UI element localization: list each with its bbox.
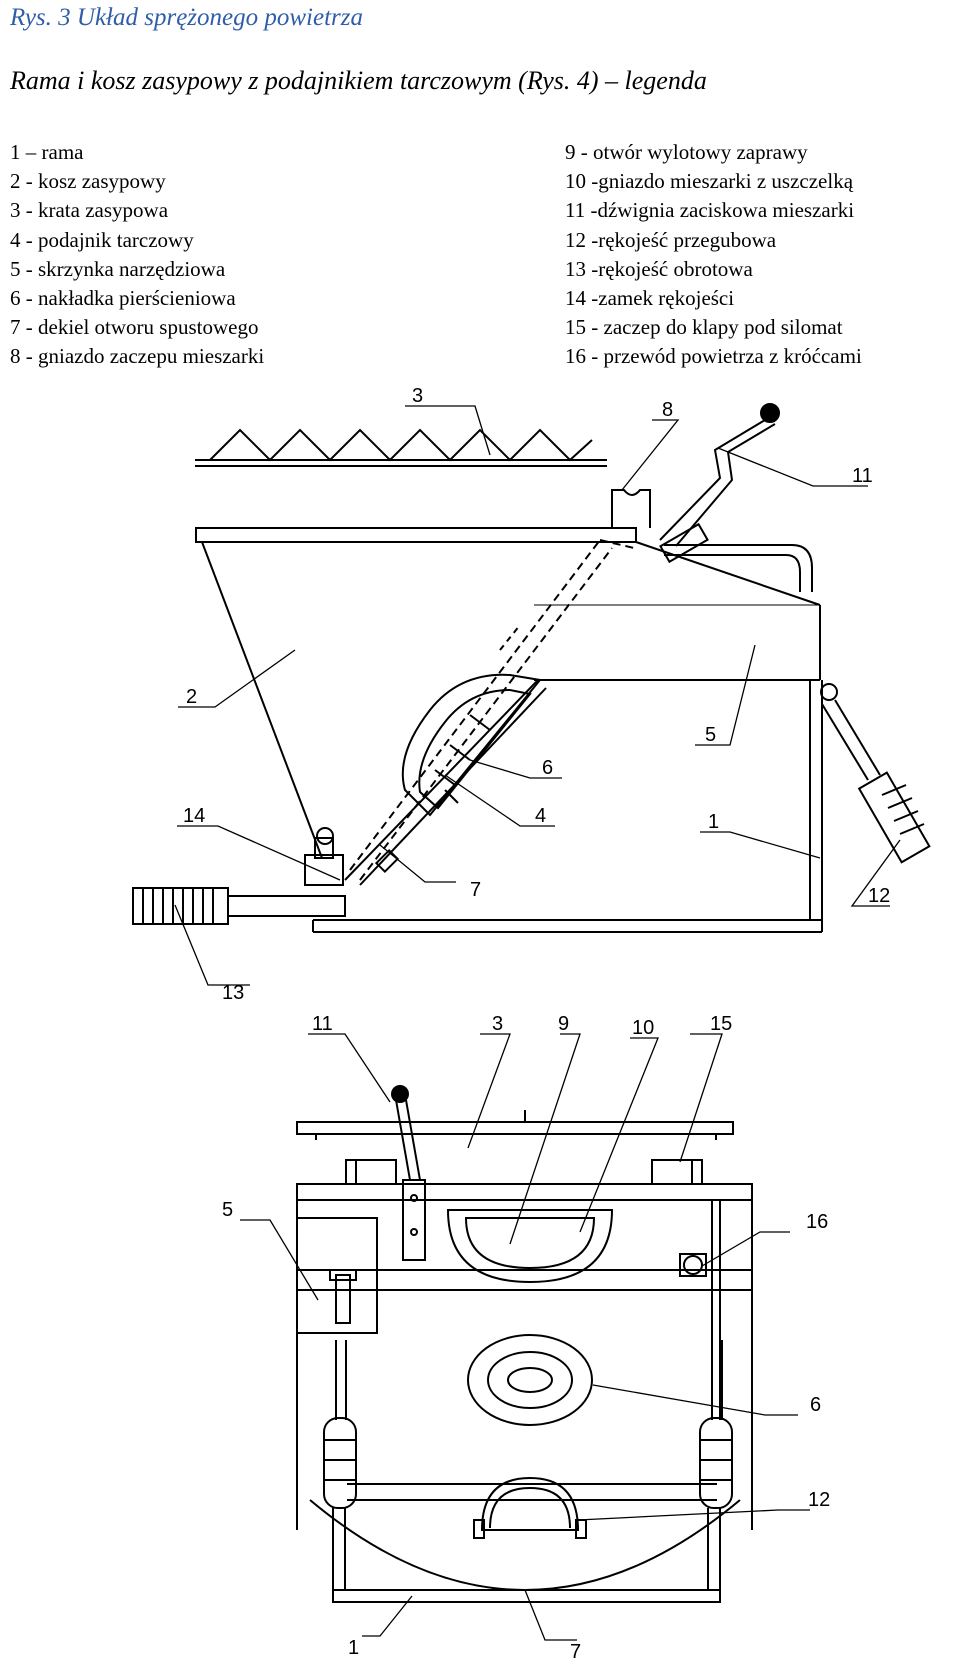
side-view: 3 8 11 2 5 6 14 4 1 7 12 13 [132,385,931,1004]
callout-10: 10 [632,1017,654,1039]
front-articulated-handles [323,1340,733,1509]
figure-title: Rys. 3 Układ sprężonego powietrza [10,4,363,31]
air-pipe-fitting [679,1200,721,1420]
callout-8: 8 [662,399,673,421]
legend-item: 6 - nakładka pierścieniowa [10,286,236,311]
handle-lock [304,827,344,886]
callout-14: 14 [183,805,205,827]
legend-item: 12 -rękojeść przegubowa [565,227,777,252]
legend-item: 2 - kosz zasypowy [10,169,166,194]
callout-5: 5 [222,1199,233,1221]
disc-feeder [344,539,635,886]
silomat-hooks [345,1159,703,1185]
callout-13: 13 [222,982,244,1004]
legend-item: 4 - podajnik tarczowy [10,227,194,252]
side-leader-lines [174,405,901,986]
legend-item: 14 -zamek rękojeści [565,286,735,311]
rotating-handle [132,887,346,925]
front-ring-cover [467,1334,593,1426]
callout-1: 1 [708,811,719,833]
outlet-opening [446,1209,614,1284]
callout-16: 16 [806,1211,828,1233]
front-drain-cover [473,1476,587,1539]
legend-item: 1 – rama [10,140,84,164]
legend-item: 11 -dźwignia zaciskowa mieszarki [565,198,855,223]
callout-15: 15 [710,1013,732,1035]
front-grate [296,1110,734,1140]
callout-5: 5 [705,724,716,746]
legend-item: 8 - gniazdo zaczepu mieszarki [10,344,265,369]
hopper-bracket [664,544,813,592]
legend-heading: Rama i kosz zasypowy z podajnikiem tarcz… [10,66,707,95]
callout-11: 11 [312,1013,333,1035]
side-callout-numbers: 3 8 11 2 5 6 14 4 1 7 12 13 [183,385,890,1004]
callout-12: 12 [868,885,890,907]
drain-cover [374,789,459,874]
legend-item: 3 - krata zasypowa [10,198,169,223]
legend-item: 16 - przewód powietrza z króćcami [565,344,862,369]
front-tool-box [296,1217,378,1334]
legend-left-column: 1 – rama 2 - kosz zasypowy 3 - krata zas… [10,138,264,372]
legend-right-column: 9 - otwór wylotowy zaprawy 10 -gniazdo m… [565,138,862,372]
callout-4: 4 [535,805,546,827]
ring-cover [401,673,542,817]
callout-12: 12 [808,1489,830,1511]
frame [312,680,823,933]
legend-item: 5 - skrzynka narzędziowa [10,256,226,281]
front-view: 11 3 9 10 15 5 16 6 12 1 7 [222,1013,830,1663]
callout-9: 9 [558,1013,569,1035]
legend-item: 7 - dekiel otworu spustowego [10,315,259,340]
legend-item: 13 -rękojeść obrotowa [565,256,753,281]
mixer-hitch-socket [611,489,651,528]
callout-2: 2 [186,686,197,708]
articulated-handle [820,683,931,864]
callout-6: 6 [542,757,553,779]
callout-3: 3 [412,385,423,407]
front-callout-numbers: 11 3 9 10 15 5 16 6 12 1 7 [222,1013,830,1663]
callout-3: 3 [492,1013,503,1035]
callout-6: 6 [810,1394,821,1416]
clamp-lever [659,403,780,564]
callout-7: 7 [470,879,481,901]
callout-7: 7 [570,1641,581,1663]
legend-item: 15 - zaczep do klapy pod silomat [565,315,843,340]
callout-11: 11 [852,465,873,487]
legend-item: 10 -gniazdo mieszarki z uszczelką [565,169,854,194]
legend-item: 9 - otwór wylotowy zaprawy [565,140,808,164]
hopper-grate [195,428,607,467]
front-frame [332,1508,721,1603]
front-leader-lines [240,1033,810,1641]
front-clamp-lever [391,1085,426,1261]
hopper-body [195,527,821,859]
callout-1: 1 [348,1637,359,1659]
